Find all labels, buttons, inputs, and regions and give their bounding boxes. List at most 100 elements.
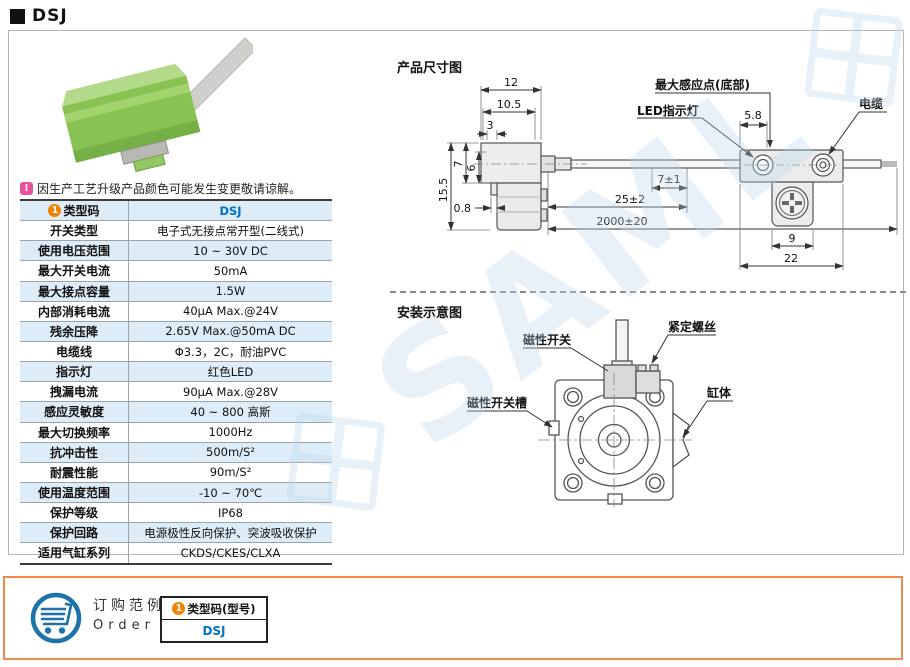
dim-15-5: 15.5 — [437, 178, 450, 203]
spec-label: 最大接点容量 — [20, 281, 129, 301]
dim-12: 12 — [504, 76, 518, 89]
spec-label: 感应灵敏度 — [20, 402, 129, 422]
spec-row: 最大开关电流 50mA — [20, 260, 332, 281]
spec-label: 最大开关电流 — [20, 261, 129, 281]
magnetic-switch-body — [603, 364, 637, 399]
spec-row: 最大接点容量 1.5W — [20, 280, 332, 301]
spec-value: 500m/S² — [206, 445, 255, 460]
label-magnetic-switch: 磁性开关 — [522, 332, 571, 347]
spec-label: 使用温度范围 — [20, 482, 129, 503]
spec-row: 保护等级 IP68 — [20, 502, 332, 523]
note-text: 因生产工艺升级产品颜色可能发生变更敬请谅解。 — [37, 182, 302, 196]
dim-25pm2: 25±2 — [615, 193, 645, 206]
order-labels: 订购范例 Order — [93, 595, 165, 633]
spec-row: 电缆线 Φ3.3，2C，耐油PVC — [20, 340, 332, 362]
sensor-body — [62, 63, 201, 173]
dim-9: 9 — [789, 232, 796, 245]
spec-value: 40 ~ 800 高斯 — [190, 404, 271, 419]
label-max-sensing-point: 最大感应点(底部) — [655, 77, 750, 92]
install-figure: 磁性开关 紧定螺丝 磁性开关槽 缸体 — [466, 319, 733, 507]
spec-row: 抗冲击性 500m/S² — [20, 441, 332, 462]
dim-0-8: 0.8 — [454, 202, 472, 215]
spec-value: Φ3.3，2C，耐油PVC — [174, 344, 287, 359]
index-badge: 1 — [48, 204, 62, 218]
dim-5-8: 5.8 — [744, 109, 762, 122]
spec-value: 2.65V Max.@50mA DC — [165, 324, 296, 339]
spec-label: 指示灯 — [20, 362, 129, 382]
order-model-value: DSJ — [202, 623, 226, 638]
spec-label: 残余压降 — [20, 321, 129, 341]
spec-row: 开关类型 电子式无接点常开型(二线式) — [20, 220, 332, 241]
exclamation-icon: ! — [20, 182, 33, 195]
spec-row: 指示灯 红色LED — [20, 361, 332, 382]
label-switch-slot: 磁性开关槽 — [466, 395, 527, 410]
spec-label: 耐震性能 — [20, 462, 129, 482]
spec-value: CKDS/CKES/CLXA — [180, 545, 281, 560]
spec-row: 内部消耗电流 40μA Max.@24V — [20, 300, 332, 321]
spec-label: 内部消耗电流 — [20, 301, 129, 321]
spec-label: 适用气缸系列 — [20, 543, 129, 563]
spec-value: 1.5W — [215, 284, 246, 299]
spec-label: 使用电压范围 — [20, 241, 129, 261]
spec-row: 拽漏电流 90μA Max.@28V — [20, 381, 332, 402]
spec-value: 电源极性反向保护、突波吸收保护 — [144, 525, 317, 540]
dim-7: 7 — [452, 161, 465, 168]
page-title: DSJ — [32, 6, 68, 26]
order-section: 订购范例 Order 1 类型码(型号) DSJ — [3, 576, 903, 660]
spec-row: 使用电压范围 10 ~ 30V DC — [20, 240, 332, 261]
spec-value: 90m/S² — [209, 465, 252, 480]
spec-row: 残余压降 2.65V Max.@50mA DC — [20, 320, 332, 341]
spec-value: 90μA Max.@28V — [183, 384, 278, 399]
dimension-figure: 12 10.5 3 15.5 7 6 0.8 7±1 25±2 2000±20 — [437, 76, 898, 270]
order-table-header: 1 类型码(型号) — [162, 598, 266, 620]
section-separator — [390, 291, 906, 293]
spec-value: IP68 — [218, 505, 243, 520]
index-badge: 1 — [172, 602, 186, 615]
dim-2000pm20: 2000±20 — [596, 215, 647, 228]
label-set-screw: 紧定螺丝 — [668, 319, 716, 334]
spec-value: 40μA Max.@24V — [183, 304, 278, 319]
spec-label: 电缆线 — [20, 341, 129, 362]
spec-label: 抗冲击性 — [20, 442, 129, 462]
dim-10-5: 10.5 — [497, 98, 522, 111]
spec-value: 50mA — [213, 263, 248, 278]
spec-label: 拽漏电流 — [20, 382, 129, 402]
install-figure-title: 安装示意图 — [397, 306, 463, 321]
dim-22: 22 — [784, 252, 798, 265]
spec-value: 1000Hz — [208, 425, 253, 440]
dim-6: 6 — [465, 165, 478, 172]
product-photo — [62, 37, 253, 173]
spec-value: DSJ — [219, 203, 242, 218]
spec-row: 耐震性能 90m/S² — [20, 461, 332, 482]
spec-row: 适用气缸系列 CKDS/CKES/CLXA — [20, 542, 332, 563]
spec-value: 电子式无接点常开型(二线式) — [157, 223, 304, 238]
dim-7pm1: 7±1 — [657, 173, 680, 186]
header-square-icon — [10, 8, 25, 24]
spec-value: 红色LED — [207, 364, 254, 379]
spec-label: 开关类型 — [20, 221, 129, 241]
spec-label: 保护等级 — [20, 503, 129, 523]
order-col-header: 类型码(型号) — [187, 601, 256, 616]
spec-label: 保护回路 — [20, 523, 129, 543]
spec-value: 10 ~ 30V DC — [193, 243, 268, 258]
sensor-bottom-view — [739, 149, 844, 227]
order-table: 1 类型码(型号) DSJ — [160, 596, 268, 643]
cart-icon — [30, 592, 82, 644]
order-label-cn: 订购范例 — [93, 598, 165, 614]
spec-row: 感应灵敏度 40 ~ 800 高斯 — [20, 401, 332, 422]
page-header: DSJ — [10, 6, 68, 26]
dimension-figure-title: 产品尺寸图 — [397, 61, 463, 76]
spec-value: -10 ~ 70℃ — [198, 485, 263, 500]
label-led-indicator: LED指示灯 — [637, 103, 699, 118]
label-cylinder-body: 缸体 — [707, 385, 732, 400]
label-cable: 电缆 — [859, 96, 883, 111]
spec-row: 使用温度范围 -10 ~ 70℃ — [20, 481, 332, 503]
dim-3: 3 — [487, 119, 494, 132]
order-label-en: Order — [93, 618, 155, 633]
color-change-note: ! 因生产工艺升级产品颜色可能发生变更敬请谅解。 — [20, 180, 301, 197]
